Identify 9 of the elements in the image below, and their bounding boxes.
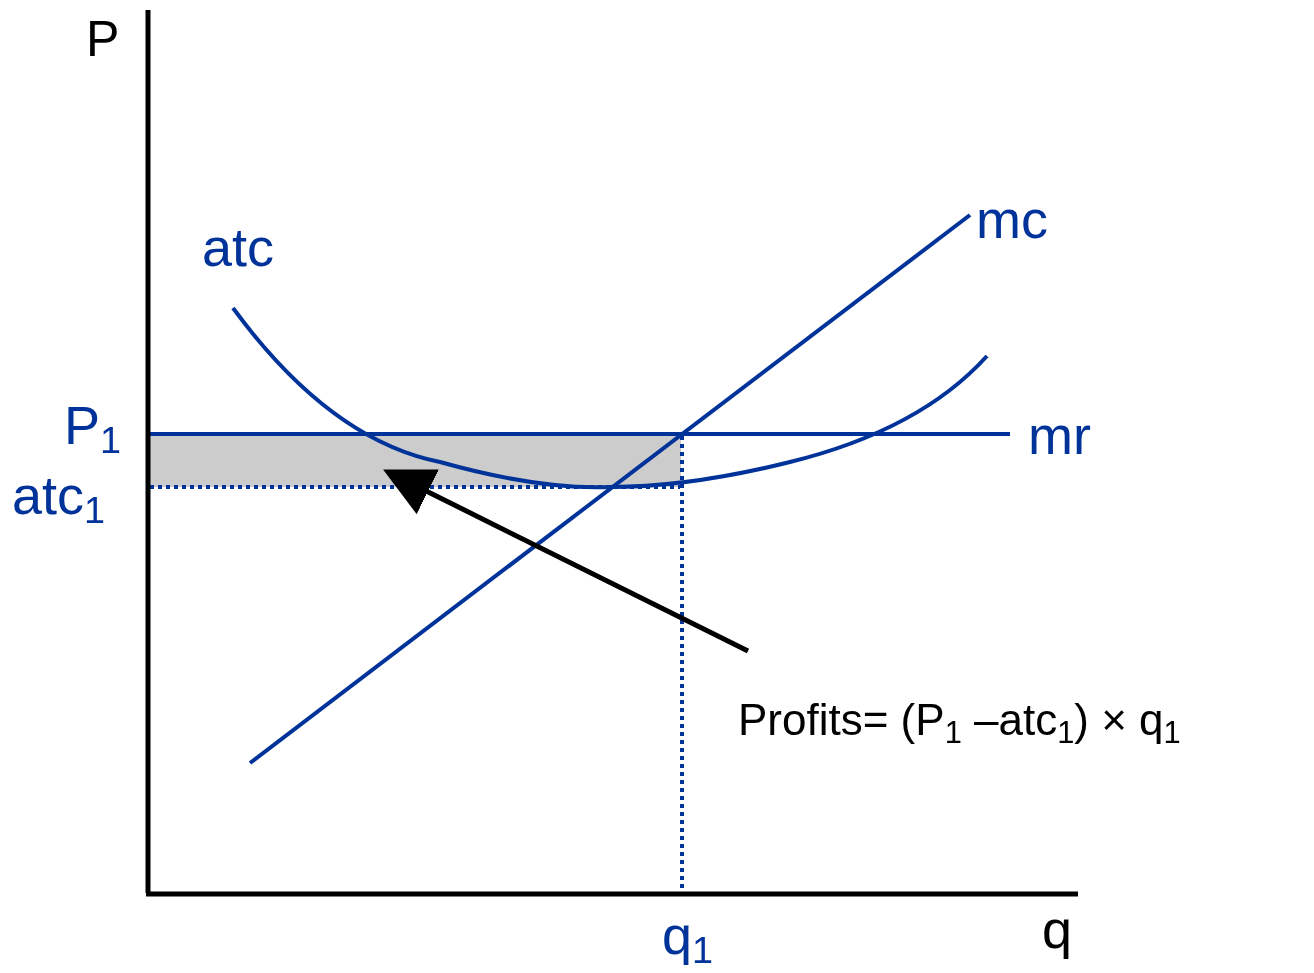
arrow (383, 469, 750, 654)
formula-label: Profits= (P$_{1}$ –atc$_{1}$) × q$_{1}$ (738, 698, 1181, 749)
curve-label: atc (202, 220, 275, 274)
axis-label: P (86, 14, 120, 64)
tick-label: atc$_{1}$ (12, 468, 106, 531)
tick-label: P$_{1}$ (64, 398, 122, 461)
tick-label: q$_{1}$ (662, 908, 714, 971)
curve-label: mc (976, 192, 1048, 246)
curve-label: mr (1028, 408, 1091, 462)
